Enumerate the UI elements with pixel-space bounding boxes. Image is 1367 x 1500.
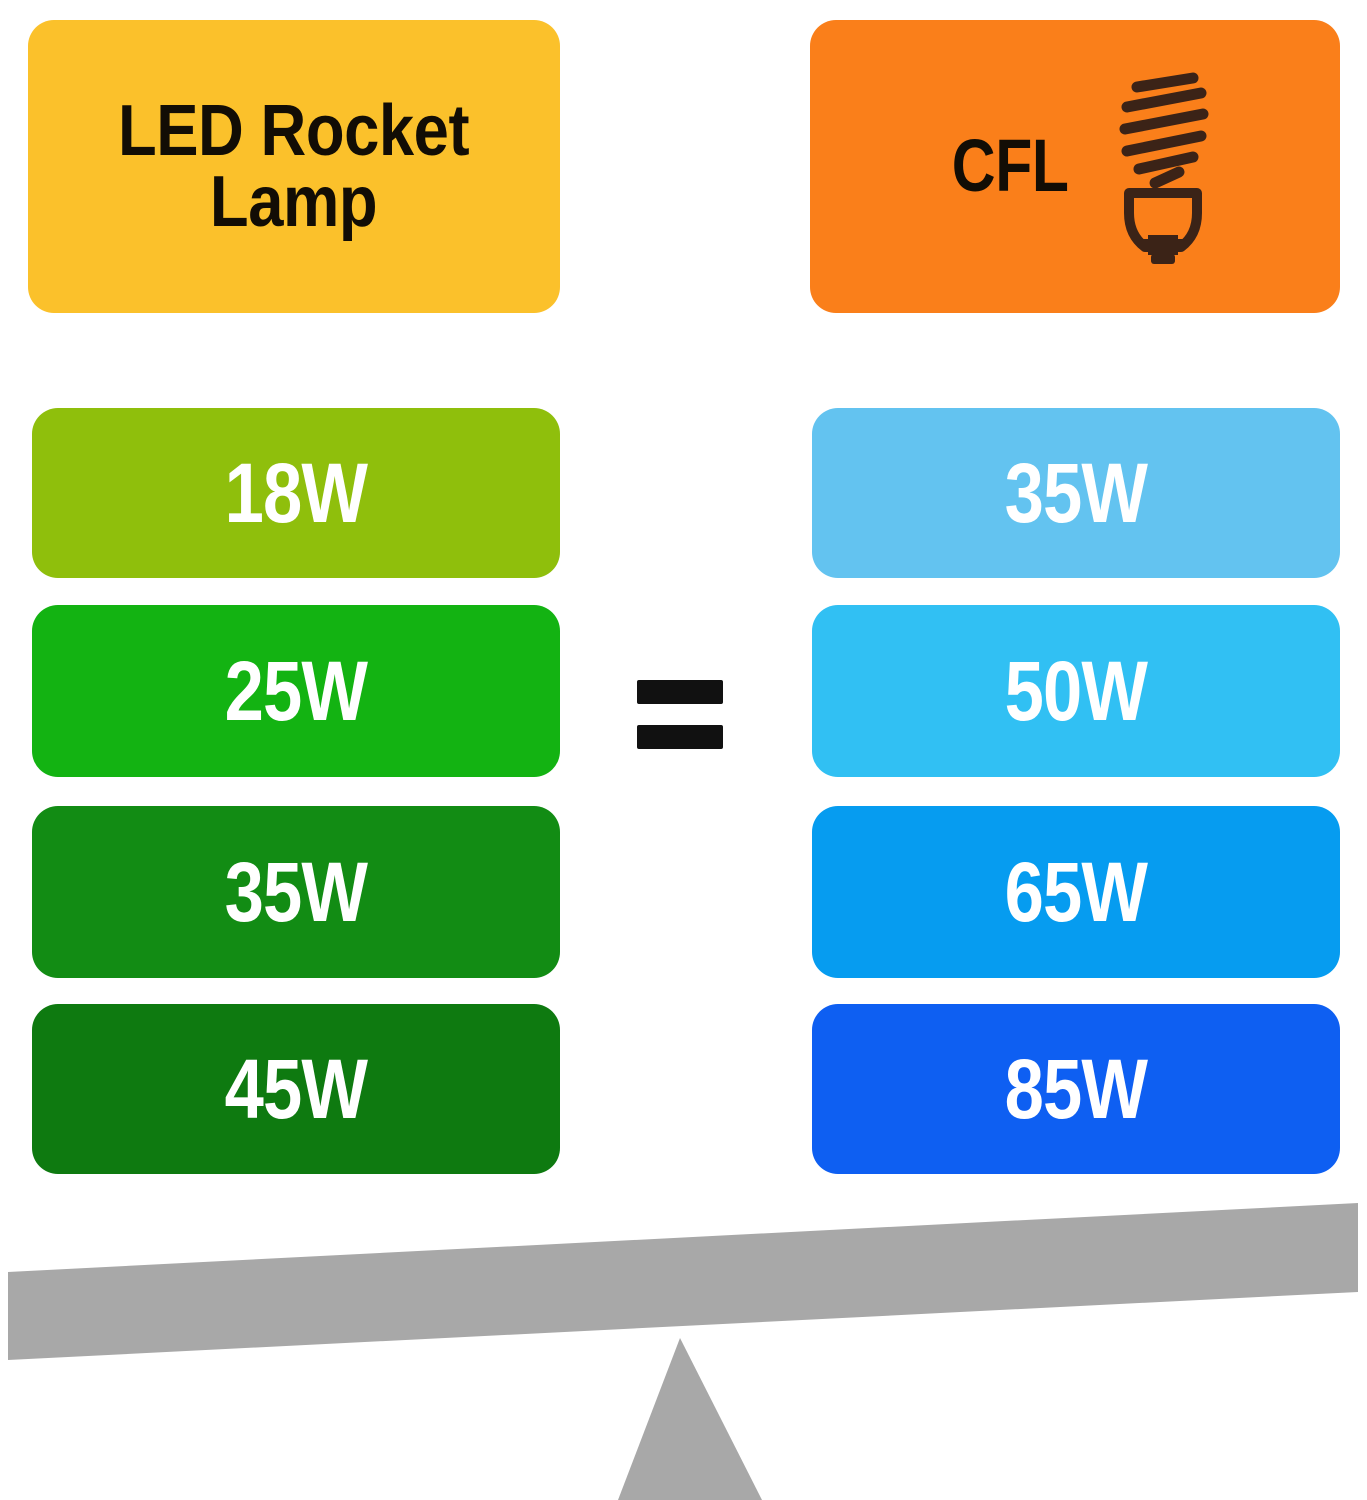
cfl-bar-85w: 85W: [812, 1004, 1340, 1174]
cfl-bar-35w: 35W: [812, 408, 1340, 578]
cfl-bar-85w-label: 85W: [1004, 1042, 1148, 1136]
led-bar-18w-label: 18W: [224, 446, 368, 540]
led-bar-35w: 35W: [32, 806, 560, 978]
equals-bar-bottom: [637, 725, 723, 749]
led-bar-35w-label: 35W: [224, 845, 368, 939]
cfl-bar-65w: 65W: [812, 806, 1340, 978]
cfl-bar-65w-label: 65W: [1004, 845, 1148, 939]
led-header-line2: Lamp: [210, 161, 378, 242]
led-header-box: LED Rocket Lamp: [28, 20, 560, 313]
equals-bar-top: [637, 680, 723, 704]
cfl-bar-50w-label: 50W: [1004, 644, 1148, 738]
seesaw-balance: [0, 1180, 1367, 1500]
led-bar-25w: 25W: [32, 605, 560, 777]
cfl-header-box: CFL: [810, 20, 1340, 313]
led-bar-18w: 18W: [32, 408, 560, 578]
seesaw-beam: [8, 1203, 1358, 1360]
equals-sign-icon: [637, 676, 723, 756]
led-header-title: LED Rocket Lamp: [118, 95, 470, 238]
cfl-header-title: CFL: [951, 124, 1069, 208]
seesaw-fulcrum: [618, 1338, 762, 1500]
led-bar-45w: 45W: [32, 1004, 560, 1174]
cfl-bar-35w-label: 35W: [1004, 446, 1148, 540]
led-bar-45w-label: 45W: [224, 1042, 368, 1136]
cfl-bar-50w: 50W: [812, 605, 1340, 777]
led-header-line1: LED Rocket: [118, 90, 470, 171]
cfl-spiral-bulb-icon: [1115, 69, 1211, 265]
led-bar-25w-label: 25W: [224, 644, 368, 738]
